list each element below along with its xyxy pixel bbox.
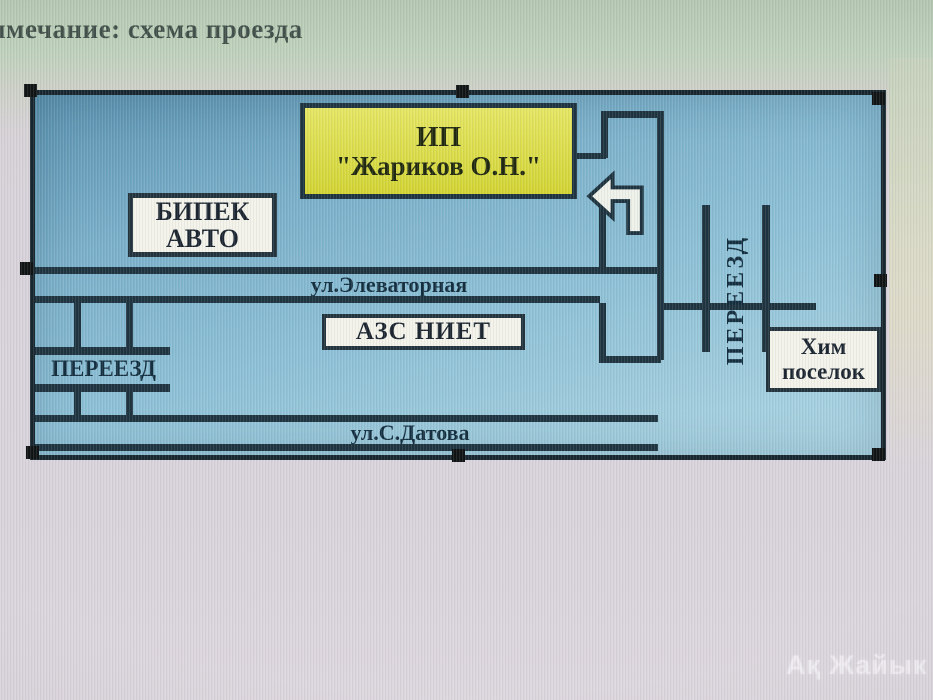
right-crossing-label: ПЕРЕЕЗД (723, 234, 749, 366)
datova-street-label: ул.С.Датова (350, 420, 470, 445)
selection-handle-top-right[interactable] (872, 92, 885, 105)
elevatornaya-street-top-line (35, 267, 657, 274)
note-caption: имечание: схема проезда (0, 14, 303, 44)
bipek-avto-line1: БИПЕК (155, 196, 250, 226)
him-poselok-line1: Хим (800, 334, 847, 360)
datova-street-top-line (35, 415, 658, 422)
left-road-line-b-lower (126, 392, 133, 415)
ip-zharikov-line2: "Жариков О.Н." (336, 151, 541, 182)
selection-handle-middle-left[interactable] (20, 262, 33, 275)
street-continuation-line (664, 303, 816, 310)
bipek-avto-box: БИПЕК АВТО (128, 193, 277, 257)
selection-handle-bottom-left[interactable] (26, 446, 39, 459)
access-road-left-wall-upper (601, 111, 608, 158)
selection-handle-top-left[interactable] (24, 84, 37, 97)
selection-handle-bottom-middle[interactable] (452, 449, 465, 462)
access-road-left-wall-lower (599, 200, 606, 273)
him-poselok-line2: поселок (781, 358, 866, 384)
page-right-margin-tint (889, 58, 933, 478)
bipek-avto-line2: АВТО (166, 224, 239, 253)
left-crossing-bar-top (35, 347, 170, 355)
left-crossing-bar-bottom (35, 384, 170, 392)
azs-niet-box: АЗС НИЕТ (322, 314, 525, 350)
left-road-line-a-upper (74, 303, 81, 347)
left-crossing-label: ПЕРЕЕЗД (51, 356, 156, 381)
ak-zhaiyk-watermark: Ақ Жайык (786, 650, 928, 680)
elevatornaya-street-label: ул.Элеваторная (310, 272, 468, 297)
datova-street-bottom-line (35, 444, 658, 451)
right-rail-left (702, 205, 710, 352)
elevatornaya-street-bottom-line (35, 296, 600, 303)
ip-zharikov-line1: ИП (415, 120, 462, 153)
access-road-entrance-jog (577, 153, 606, 159)
him-poselok-box: Хим поселок (766, 327, 881, 392)
left-road-line-a-lower (74, 392, 81, 415)
azs-niet-label: АЗС НИЕТ (355, 317, 492, 345)
access-road-top-wall (601, 111, 664, 118)
access-road-right-wall (657, 111, 664, 360)
ip-zharikov-box: ИП "Жариков О.Н." (300, 103, 577, 199)
selection-handle-top-middle[interactable] (456, 85, 469, 98)
right-rail-right (762, 205, 770, 352)
stub-road-cap (599, 356, 661, 363)
turn-left-arrow-icon (586, 170, 644, 236)
route-map-image[interactable]: ИП "Жариков О.Н." БИПЕК АВТО ул.Элеватор… (30, 90, 886, 460)
left-road-line-b-upper (126, 303, 133, 347)
selection-handle-middle-right[interactable] (874, 274, 887, 287)
stub-road-left-wall (599, 303, 606, 360)
selection-handle-bottom-right[interactable] (872, 448, 885, 461)
